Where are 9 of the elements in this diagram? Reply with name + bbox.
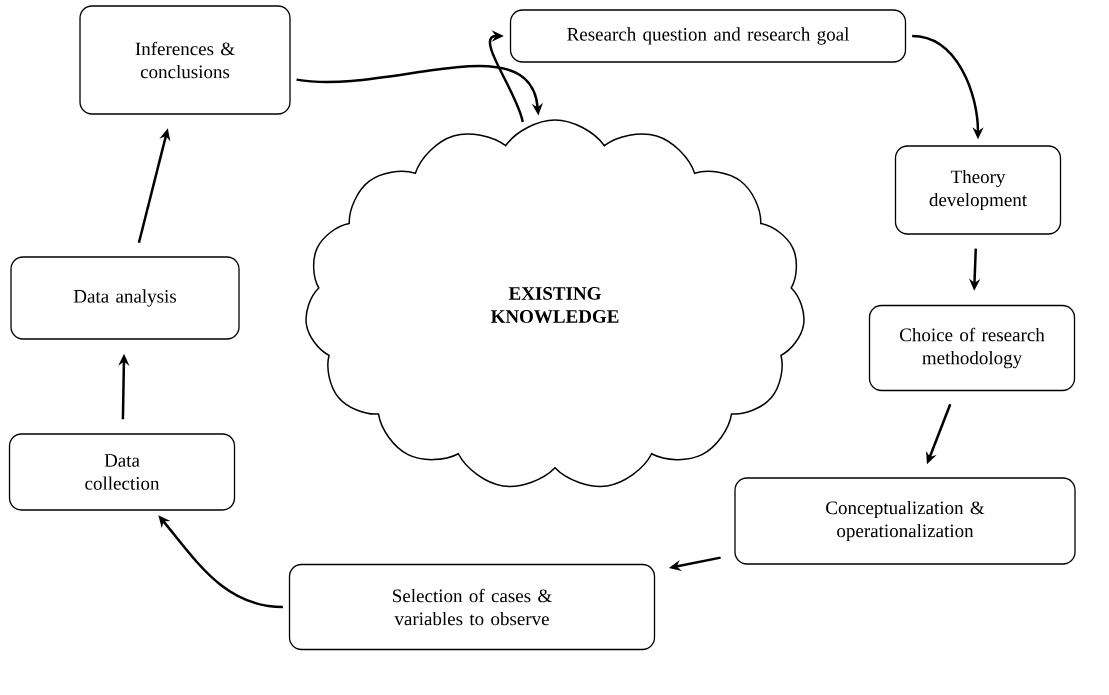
process-box: Data analysis — [10, 256, 240, 340]
arrow — [488, 30, 524, 123]
process-box: Data collection — [8, 433, 236, 511]
process-box: Research question and research goal — [509, 9, 907, 63]
process-box: Conceptualization & operationalization — [734, 477, 1076, 565]
process-box: Theory development — [894, 145, 1062, 235]
process-box: Choice of research methodology — [868, 304, 1076, 392]
process-box: Inferences & conclusions — [79, 5, 291, 115]
process-box: Selection of cases & variables to observe — [288, 563, 656, 651]
